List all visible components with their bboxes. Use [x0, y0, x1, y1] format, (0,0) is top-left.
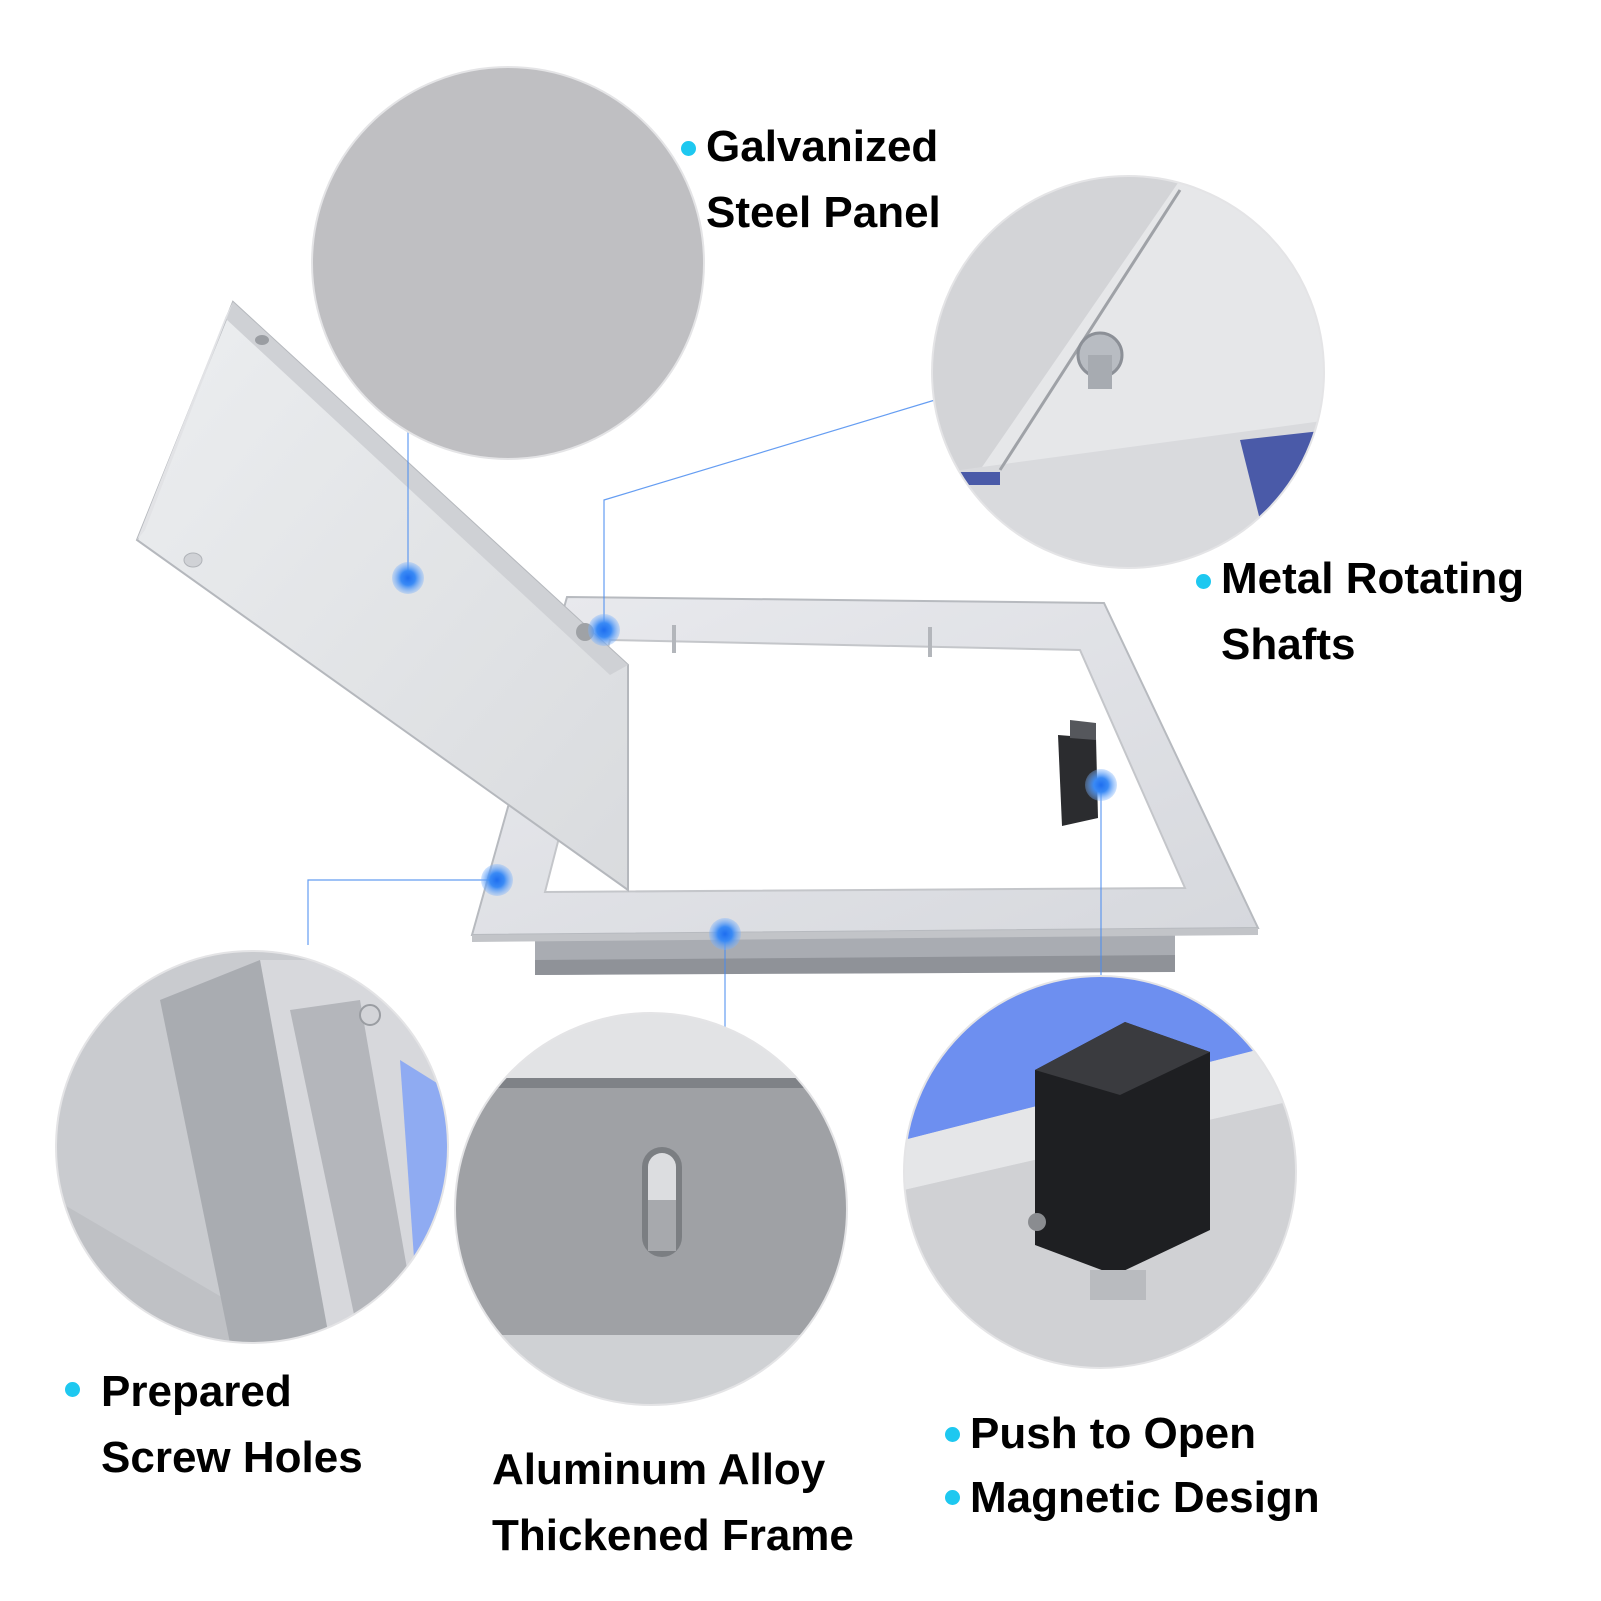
label-line: Magnetic Design: [970, 1473, 1320, 1522]
label-aluminum-alloy-frame: Aluminum Alloy Thickened Frame: [492, 1437, 854, 1569]
detail-circle-screw-holes: [56, 951, 448, 1343]
bullet-dot: [945, 1427, 960, 1442]
bullet-dot: [1196, 574, 1211, 589]
label-galvanized-steel-panel: Galvanized Steel Panel: [706, 114, 941, 246]
label-magnetic-design: Magnetic Design: [970, 1465, 1320, 1531]
label-line: Shafts: [1221, 620, 1356, 669]
detail-circle-steel-panel: [311, 66, 705, 460]
access-panel: [135, 300, 1260, 975]
bullet-dot: [945, 1490, 960, 1505]
label-push-to-open: Push to Open: [970, 1401, 1256, 1467]
label-line: Prepared: [101, 1367, 292, 1416]
label-line: Screw Holes: [101, 1433, 363, 1482]
bullet-dot: [65, 1382, 80, 1397]
label-line: Metal Rotating: [1221, 554, 1525, 603]
label-line: Aluminum Alloy: [492, 1445, 826, 1494]
detail-circle-rotating-shaft: [932, 176, 1324, 568]
bullet-dot: [681, 141, 696, 156]
detail-circle-magnetic-latch: [904, 976, 1296, 1368]
label-line: Push to Open: [970, 1409, 1256, 1458]
callout-dots: [392, 562, 1117, 950]
label-prepared-screw-holes: Prepared Screw Holes: [101, 1359, 363, 1491]
label-line: Galvanized: [706, 122, 939, 171]
label-line: Steel Panel: [706, 188, 941, 237]
callout-lines: [307, 399, 1102, 1030]
detail-circle-aluminum-frame: [455, 1013, 847, 1405]
label-metal-rotating-shafts: Metal Rotating Shafts: [1221, 546, 1524, 678]
label-line: Thickened Frame: [492, 1511, 854, 1560]
